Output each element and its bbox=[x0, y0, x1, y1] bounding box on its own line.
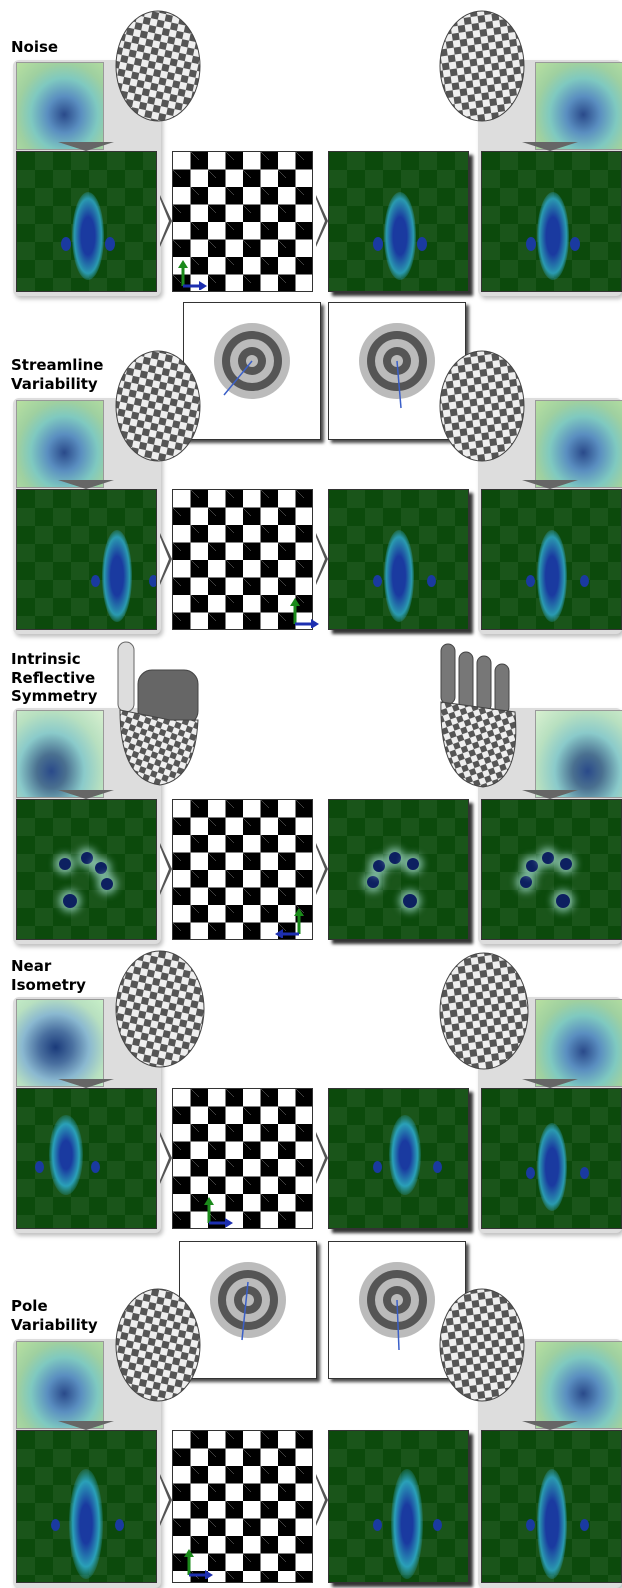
distortion-map bbox=[16, 1088, 157, 1229]
row-label: Noise bbox=[11, 38, 58, 57]
distortion-map bbox=[328, 489, 469, 630]
arrow-right-icon bbox=[316, 1132, 328, 1184]
distortion-map bbox=[481, 1430, 622, 1583]
checkerboard-texture bbox=[172, 151, 313, 292]
parameterization-thumbnail bbox=[535, 999, 622, 1087]
arrow-right-icon bbox=[160, 533, 172, 585]
triangle-indicator bbox=[522, 1079, 578, 1088]
arrow-right-icon bbox=[316, 195, 328, 247]
axis-arrows-icon bbox=[275, 908, 309, 938]
distortion-map bbox=[328, 151, 469, 292]
head-icon bbox=[434, 949, 534, 1079]
distortion-map bbox=[16, 1430, 157, 1583]
distortion-map bbox=[481, 799, 622, 940]
arrow-right-icon bbox=[316, 1474, 328, 1526]
triangle-indicator bbox=[58, 1079, 114, 1088]
distortion-map bbox=[16, 489, 157, 630]
axis-arrows-icon bbox=[289, 598, 319, 628]
arrow-right-icon bbox=[160, 843, 172, 895]
distortion-map bbox=[16, 151, 157, 292]
axis-arrows-icon bbox=[177, 260, 207, 290]
row-label: Pole Variability bbox=[11, 1297, 98, 1334]
parameterization-thumbnail bbox=[16, 1341, 104, 1429]
row-pole-variability: Pole Variability bbox=[0, 1235, 622, 1588]
row-noise: Noise bbox=[0, 0, 622, 300]
arrow-right-icon bbox=[160, 1474, 172, 1526]
distortion-map bbox=[328, 1430, 469, 1583]
parameterization-thumbnail bbox=[535, 1341, 622, 1429]
row-label: Streamline Variability bbox=[11, 356, 103, 393]
triangle-indicator bbox=[522, 790, 578, 799]
head-icon bbox=[103, 1285, 203, 1415]
parameterization-thumbnail bbox=[535, 400, 622, 488]
arrow-right-icon bbox=[160, 195, 172, 247]
head-icon bbox=[434, 8, 534, 138]
triangle-indicator bbox=[58, 480, 114, 489]
checkerboard-texture bbox=[172, 489, 313, 630]
distortion-map bbox=[481, 1088, 622, 1229]
checkerboard-texture bbox=[172, 1430, 313, 1583]
checkerboard-texture bbox=[172, 799, 313, 940]
head-icon bbox=[103, 348, 203, 478]
row-streamline-variability: Streamline Variability bbox=[0, 300, 622, 640]
head-icon bbox=[434, 1285, 534, 1415]
arrow-right-icon bbox=[316, 533, 328, 585]
triangle-indicator bbox=[522, 1421, 578, 1430]
head-icon bbox=[110, 947, 210, 1077]
head-icon bbox=[103, 8, 203, 138]
distortion-map bbox=[481, 151, 622, 292]
row-label: Intrinsic Reflective Symmetry bbox=[11, 650, 97, 706]
axis-arrows-icon bbox=[183, 1549, 213, 1579]
distortion-map bbox=[16, 799, 157, 940]
parameterization-thumbnail bbox=[535, 710, 622, 798]
checkerboard-texture bbox=[172, 1088, 313, 1229]
head-icon bbox=[434, 348, 534, 478]
parameterization-thumbnail bbox=[16, 999, 104, 1087]
row-label: Near Isometry bbox=[11, 957, 86, 994]
parameterization-thumbnail bbox=[16, 400, 104, 488]
triangle-indicator bbox=[58, 142, 114, 151]
triangle-indicator bbox=[58, 1421, 114, 1430]
row-intrinsic-reflective-symmetry: Intrinsic Reflective Symmetry bbox=[0, 640, 622, 945]
triangle-indicator bbox=[58, 790, 114, 799]
triangle-indicator bbox=[522, 142, 578, 151]
spiral-head-icon bbox=[184, 303, 320, 439]
row-near-isometry: Near Isometry bbox=[0, 945, 622, 1235]
pole-view bbox=[183, 302, 321, 440]
axis-arrows-icon bbox=[203, 1197, 233, 1227]
arrow-right-icon bbox=[160, 1132, 172, 1184]
triangle-indicator bbox=[522, 480, 578, 489]
hand-icon bbox=[435, 642, 530, 792]
parameterization-thumbnail bbox=[16, 710, 104, 798]
distortion-map bbox=[328, 799, 469, 940]
arrow-right-icon bbox=[316, 843, 328, 895]
parameterization-thumbnail bbox=[535, 62, 622, 150]
parameterization-thumbnail bbox=[16, 62, 104, 150]
distortion-map bbox=[328, 1088, 469, 1229]
distortion-map bbox=[481, 489, 622, 630]
hand-icon bbox=[110, 640, 205, 790]
